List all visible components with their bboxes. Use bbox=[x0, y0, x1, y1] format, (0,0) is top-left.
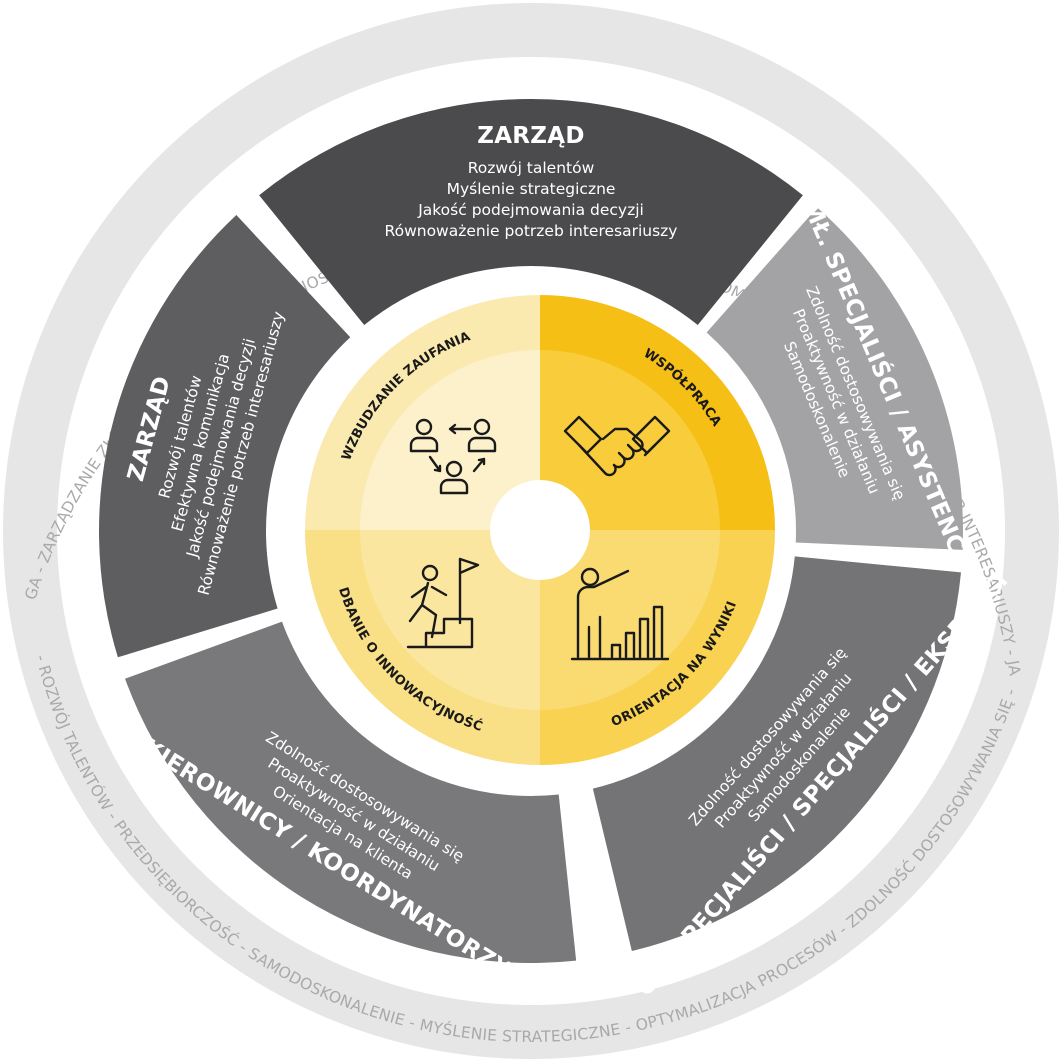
presenter-chart-icon bbox=[570, 567, 670, 661]
segment-top-line: Rozwój talentów bbox=[468, 159, 595, 177]
core-cooperation-inner bbox=[540, 350, 720, 530]
segment-top-line: Jakość podejmowania decyzji bbox=[417, 201, 644, 219]
handshake-icon bbox=[563, 415, 671, 477]
segment-top-shape bbox=[259, 98, 803, 326]
people-exchange-icon bbox=[409, 418, 497, 495]
segment-right-top-shape bbox=[706, 207, 964, 550]
core-center bbox=[490, 480, 590, 580]
segment-right-bottom-shape bbox=[592, 556, 962, 952]
climbing-flag-icon bbox=[406, 557, 480, 649]
segment-top-title: ZARZĄD bbox=[477, 123, 585, 149]
segment-left-shape bbox=[99, 215, 351, 658]
core-trust: WZBUDZANIE ZAUFANIA bbox=[305, 295, 540, 530]
segment-top-line: Równoważenie potrzeb interesariuszy bbox=[385, 222, 678, 240]
segment-top-line: Myślenie strategiczne bbox=[447, 180, 616, 198]
core-trust-inner bbox=[360, 350, 540, 530]
segment-bottom-shape bbox=[125, 621, 577, 963]
core-results-inner bbox=[540, 530, 720, 710]
core-results: ORIENTACJA NA WYNIKI bbox=[540, 530, 775, 765]
core-values: WZBUDZANIE ZAUFANIAWSPÓŁPRACAORIENTACJA … bbox=[305, 295, 775, 765]
